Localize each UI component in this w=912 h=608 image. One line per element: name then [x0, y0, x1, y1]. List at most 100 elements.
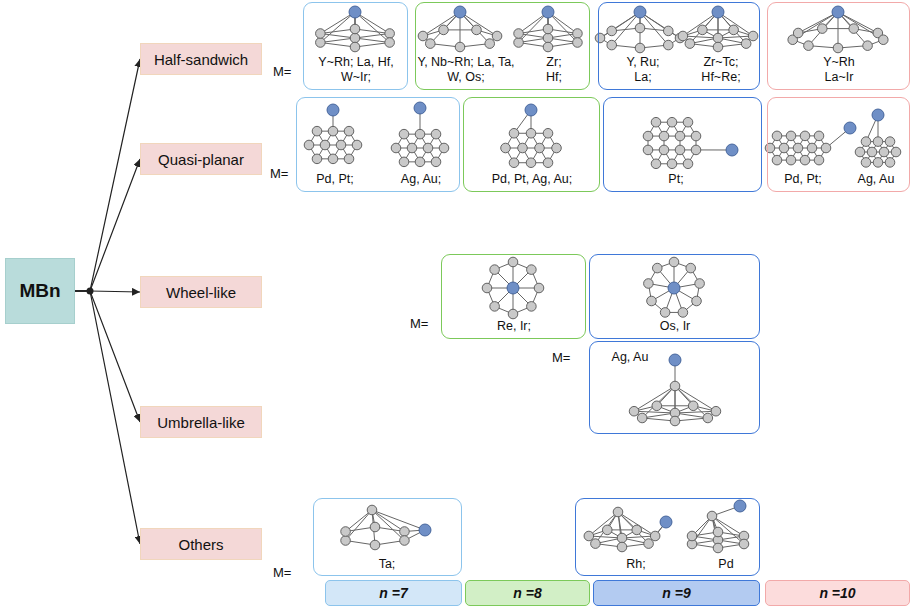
category-box: Others: [140, 528, 262, 560]
boron-atom: [695, 279, 705, 289]
boron-atom: [341, 527, 351, 537]
metal-list: Pd, Pt, Ag, Au;: [467, 172, 597, 187]
boron-atom: [652, 401, 662, 411]
boron-atom: [607, 26, 617, 36]
branch-arrow: [75, 159, 140, 291]
boron-atom: [670, 416, 680, 426]
metal-list: Rh;: [611, 557, 661, 572]
boron-atom: [415, 129, 425, 139]
structure-box: Ag, Au: [589, 341, 760, 434]
metal-atom: [734, 500, 746, 512]
boron-atom: [336, 140, 346, 150]
structure-box: Y~Rh La~Ir: [767, 2, 910, 90]
metal-atom: [660, 516, 672, 528]
boron-atom: [312, 126, 322, 136]
boron-atom: [729, 25, 739, 35]
boron-atom: [711, 406, 721, 416]
boron-atom: [508, 257, 518, 267]
boron-atom: [660, 308, 670, 318]
boron-atom: [304, 140, 314, 150]
legend-swatch: n =9: [593, 580, 760, 606]
metal-list: Pd, Pt;: [773, 172, 833, 187]
boron-atom: [431, 129, 441, 139]
bond-line: [634, 411, 675, 413]
metal-list: Pt;: [646, 172, 706, 187]
legend-text: n =7: [379, 585, 407, 601]
structure-box: Pd, Pt;Ag, Au;: [296, 97, 460, 192]
branch-arrow: [75, 291, 140, 422]
bond-line: [346, 510, 372, 541]
metal-prefix: M=: [273, 64, 291, 79]
boron-atom: [508, 309, 518, 319]
box-label: Quasi-planar: [158, 151, 244, 168]
boron-atom: [316, 29, 326, 39]
boron-atom: [786, 131, 796, 141]
metal-atom: [349, 6, 361, 18]
boron-atom: [663, 26, 673, 36]
bond-line: [793, 12, 838, 40]
boron-atom: [527, 302, 537, 312]
boron-atom: [341, 536, 351, 546]
boron-atom: [800, 131, 810, 141]
category-box: Umbrella-like: [140, 406, 262, 438]
legend-swatch: n =10: [765, 580, 910, 606]
bond-line: [683, 36, 718, 38]
boron-atom: [669, 257, 679, 267]
bond-line: [838, 12, 883, 40]
boron-atom: [534, 283, 544, 293]
boron-atom: [482, 283, 492, 293]
boron-atom: [423, 143, 433, 153]
boron-atom: [635, 23, 645, 33]
metal-atom: [414, 102, 426, 114]
bonds: [309, 12, 896, 548]
boron-atom: [692, 296, 702, 306]
boron-atom: [400, 536, 410, 546]
boron-atom: [501, 143, 511, 153]
boron-atom: [312, 154, 322, 164]
bond-line: [600, 12, 640, 38]
boron-atom: [527, 265, 537, 275]
boron-atom: [643, 131, 653, 141]
bond-line: [640, 12, 680, 38]
boron-atom: [399, 129, 409, 139]
boron-atom: [492, 31, 502, 41]
metal-list: Ta;: [357, 557, 417, 572]
metal-list: Y~Rh La~Ir: [814, 55, 864, 86]
metal-atom: [832, 6, 844, 18]
box-label: Others: [178, 536, 223, 553]
metal-list: Re, Ir;: [474, 319, 554, 334]
boron-atom: [439, 25, 449, 35]
boron-atom: [344, 154, 354, 164]
bond-line: [712, 516, 744, 544]
boron-atom: [526, 128, 536, 138]
structure-box: Pd, Pt;Ag, Au: [767, 97, 910, 192]
box-label: Half-sandwich: [154, 51, 248, 68]
structure-box: Rh;Pd: [575, 498, 760, 576]
boron-atom: [879, 147, 889, 157]
boron-atom: [543, 24, 553, 34]
boron-atom: [659, 131, 669, 141]
category-box: Quasi-planar: [140, 143, 262, 175]
root-box: MBn: [5, 258, 75, 324]
legend-text: n =9: [662, 585, 690, 601]
boron-atom: [328, 126, 338, 136]
box-label: Wheel-like: [166, 284, 236, 301]
bond-line: [712, 516, 744, 536]
boron-atom: [399, 157, 409, 167]
boron-atom: [873, 137, 883, 147]
boron-atom: [863, 41, 873, 51]
boron-atom: [849, 24, 859, 34]
metal-atom: [712, 6, 724, 18]
metal-prefix: M=: [410, 316, 428, 331]
boron-atom: [779, 143, 789, 153]
legend-swatch: n =7: [325, 580, 462, 606]
metal-atom: [668, 282, 680, 294]
boron-atom: [644, 539, 654, 549]
boron-atom: [320, 140, 330, 150]
metal-list: Y, Nb~Rh; La, Ta, W, Os;: [417, 55, 515, 86]
boron-atom: [817, 24, 827, 34]
boron-atom: [509, 128, 519, 138]
boron-atom: [713, 527, 723, 537]
